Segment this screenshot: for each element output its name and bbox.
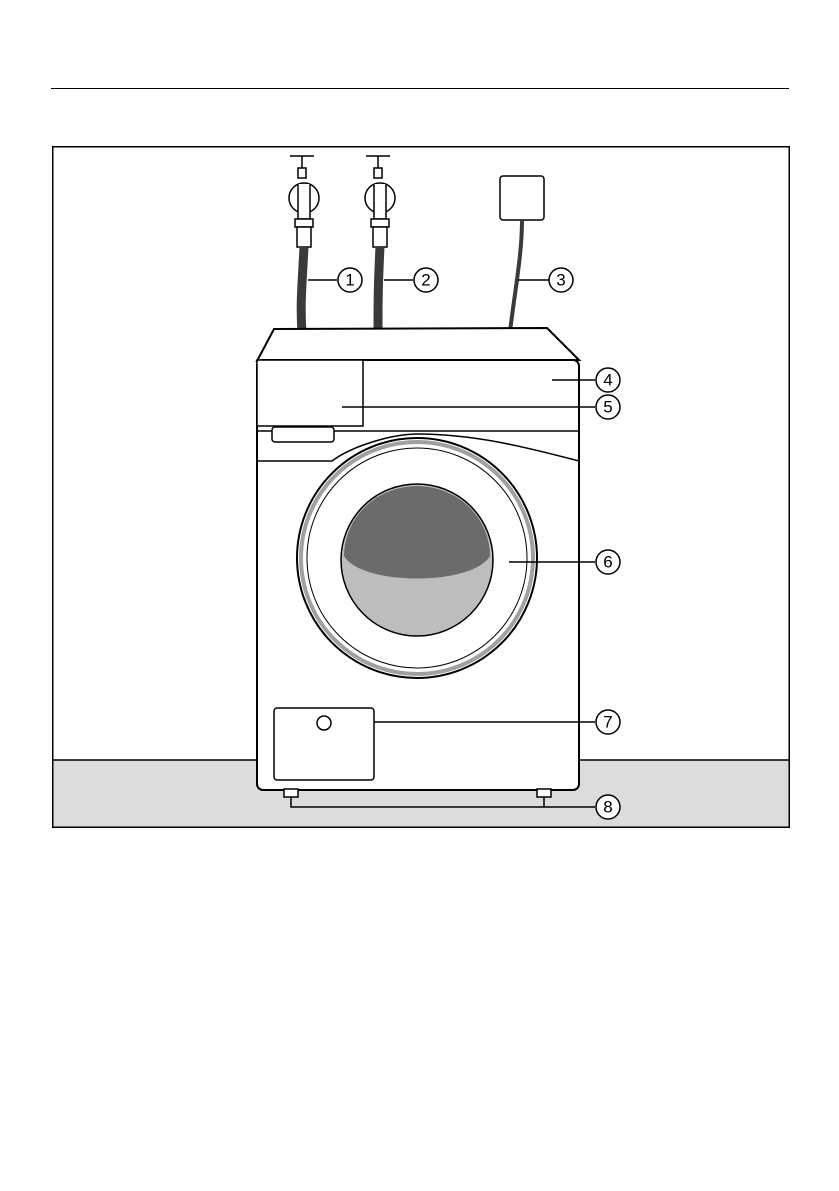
tap-cold-icon <box>289 156 319 247</box>
svg-text:3: 3 <box>556 271 565 290</box>
callout-6: 6 <box>596 550 620 574</box>
detergent-drawer <box>257 360 363 426</box>
service-flap-button <box>317 716 331 730</box>
callout-8: 8 <box>596 795 620 819</box>
callout-4: 4 <box>596 368 620 392</box>
callout-1: 1 <box>338 268 362 292</box>
svg-text:8: 8 <box>603 798 612 817</box>
washing-machine-figure: 1 2 3 4 5 6 7 8 <box>52 146 790 828</box>
callout-3: 3 <box>549 268 573 292</box>
figure-svg: 1 2 3 4 5 6 7 8 <box>52 146 790 828</box>
foot-left <box>284 789 298 797</box>
header-rule <box>51 88 789 89</box>
svg-text:6: 6 <box>603 553 612 572</box>
inlet-hose-2 <box>378 247 380 332</box>
foot-right <box>537 789 551 797</box>
tap-hot-icon <box>365 156 395 247</box>
svg-text:2: 2 <box>421 271 430 290</box>
svg-text:4: 4 <box>603 371 612 390</box>
callout-5: 5 <box>596 395 620 419</box>
callout-2: 2 <box>414 268 438 292</box>
svg-text:5: 5 <box>603 398 612 417</box>
callout-7: 7 <box>596 710 620 734</box>
drawer-handle <box>272 427 334 442</box>
machine-top <box>257 328 579 361</box>
power-socket-icon <box>500 176 544 220</box>
inlet-hose-1 <box>301 247 304 332</box>
svg-text:1: 1 <box>345 271 354 290</box>
svg-text:7: 7 <box>603 713 612 732</box>
power-cable <box>510 220 522 332</box>
